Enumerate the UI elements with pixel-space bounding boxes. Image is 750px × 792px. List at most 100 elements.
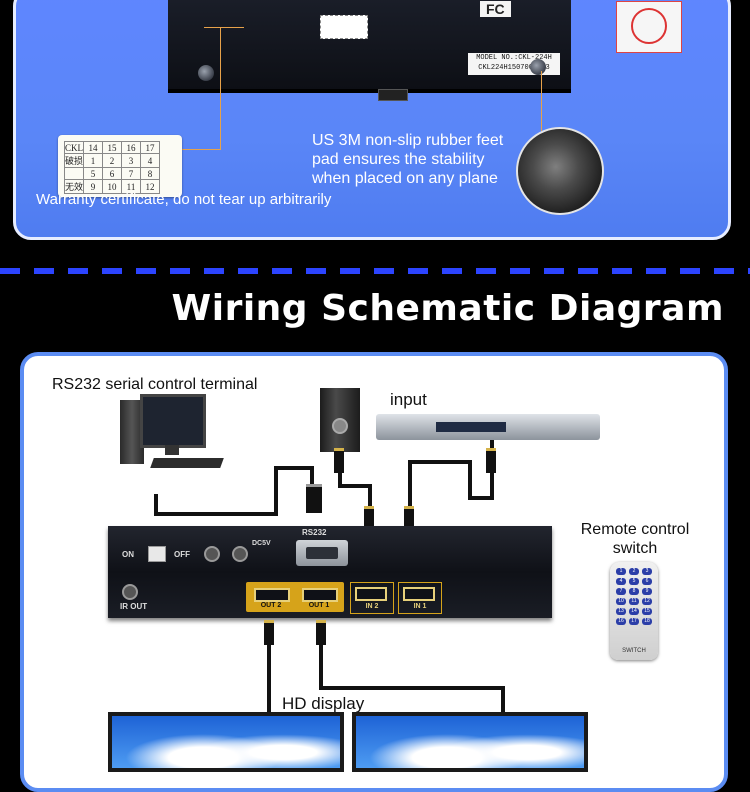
fc-mark: FC (480, 1, 511, 17)
hdmi-cable-pc-h (338, 484, 368, 488)
model-sticker: MODEL NO.:CKL-224H CKL224H1507000103 (468, 53, 560, 75)
remote-label: Remote control switch (580, 521, 690, 557)
display-screen (356, 716, 584, 768)
hdmi-plug-out2 (264, 620, 274, 645)
rs232-cable (154, 494, 158, 514)
ir-out-label: IR OUT (120, 602, 148, 611)
pc-monitor-icon (140, 394, 206, 455)
display-screen (112, 716, 340, 768)
warranty-caption: Warranty certificate, do not tear up arb… (36, 191, 332, 208)
rubber-feet-closeup (516, 127, 604, 215)
rs232-cable-top (274, 466, 310, 470)
callout-line-feet (541, 71, 542, 131)
hdmi-cable-out1-h (319, 686, 503, 690)
dashed-divider (0, 268, 750, 274)
remote-key[interactable]: 5 (629, 578, 639, 585)
input-label: input (390, 390, 427, 409)
remote-key[interactable]: 3 (642, 568, 652, 575)
rs232-port-label: RS232 (302, 528, 327, 537)
remote-switch-label: SWITCH (622, 648, 646, 654)
hdmi-cable-dvd-v (468, 460, 472, 500)
vga-connector (378, 89, 408, 101)
in1-label: IN 1 (413, 603, 427, 610)
remote-key[interactable]: 7 (616, 588, 626, 595)
callout-line-label (204, 27, 244, 28)
remote-key[interactable]: 8 (629, 588, 639, 595)
hdmi-plug-pc-source (334, 448, 344, 473)
product-detail-panel: FC MODEL NO.:CKL-224H CKL224H1507000103 … (13, 0, 731, 240)
hdmi-cable-pc-v (368, 484, 372, 514)
hdmi-port-in1 (403, 587, 435, 601)
rs232-port (296, 540, 348, 566)
qc-seal-sticker (616, 1, 682, 53)
section-title: Wiring Schematic Diagram (171, 288, 724, 329)
hdmi-cable-dvd-drop (408, 460, 412, 510)
off-label: OFF (174, 550, 190, 559)
hdmi-cable-dvd-top (408, 460, 472, 464)
hdmi-plug-in1 (404, 506, 414, 531)
hdmi-plug-in2 (364, 506, 374, 531)
hdmi-matrix-switch: ON OFF DC5V RS232 IR OUT OUT 2 OUT 1 IN … (108, 526, 552, 618)
remote-key[interactable]: 17 (629, 618, 639, 625)
ir-out-jack (122, 584, 138, 600)
rubber-foot-left (198, 65, 214, 81)
device-back-photo: FC MODEL NO.:CKL-224H CKL224H1507000103 (168, 0, 682, 101)
keyboard-icon (150, 458, 224, 468)
dvd-player-icon (376, 414, 600, 440)
rubber-foot-right (530, 59, 546, 75)
remote-key[interactable]: 10 (616, 598, 626, 605)
hd-display-right (352, 712, 588, 772)
hdmi-port-out1 (302, 588, 338, 602)
remote-key[interactable]: 9 (642, 588, 652, 595)
in2-label: IN 2 (365, 603, 379, 610)
hdmi-cable-out2 (267, 642, 271, 712)
remote-key[interactable]: 2 (629, 568, 639, 575)
rs232-cable-v (274, 466, 278, 516)
power-switch[interactable] (148, 546, 166, 562)
hdmi-plug-out1 (316, 620, 326, 645)
wiring-diagram-panel: RS232 serial control terminal input Remo… (20, 352, 728, 792)
hd-display-label: HD display (282, 694, 365, 713)
hdmi-cable-dvd-h (468, 496, 494, 500)
remote-key[interactable]: 13 (616, 608, 626, 615)
remote-key[interactable]: 4 (616, 578, 626, 585)
db9-plug (306, 484, 322, 513)
remote-key[interactable]: 16 (616, 618, 626, 625)
input-pc-tower-icon (320, 388, 360, 452)
dc-label: DC5V (252, 540, 271, 547)
out1-label: OUT 1 (308, 602, 330, 609)
remote-key[interactable]: 6 (642, 578, 652, 585)
remote-key[interactable]: 14 (629, 608, 639, 615)
hdmi-port-out2 (254, 588, 290, 602)
serial-number: CKL224H1507000103 (478, 64, 550, 72)
remote-key[interactable]: 11 (629, 598, 639, 605)
remote-key[interactable]: 12 (642, 598, 652, 605)
device-small-sticker (320, 15, 368, 39)
hdmi-cable-out1-v (501, 686, 505, 714)
model-number: MODEL NO.:CKL-224H (476, 54, 552, 62)
input-port-in1: IN 1 (398, 582, 442, 614)
output-port-plate: OUT 2 OUT 1 (246, 582, 344, 612)
rubber-feet-caption: US 3M non-slip rubber feet pad ensures t… (312, 132, 504, 187)
rs232-cable-h (154, 512, 274, 516)
rs232-label: RS232 serial control terminal (52, 376, 258, 393)
callout-line-warranty-h (181, 149, 221, 150)
out2-label: OUT 2 (260, 602, 282, 609)
remote-keypad: 1 2 3 4 5 6 7 8 9 10 11 12 13 14 15 16 1… (616, 568, 652, 625)
remote-key[interactable]: 15 (642, 608, 652, 615)
hd-display-left (108, 712, 344, 772)
callout-line-warranty (220, 27, 221, 149)
dc-indicator (204, 546, 220, 562)
rs232-cable-drop (310, 466, 314, 488)
on-label: ON (122, 550, 134, 559)
remote-key[interactable]: 1 (616, 568, 626, 575)
remote-key[interactable]: 18 (642, 618, 652, 625)
dc-jack (232, 546, 248, 562)
hdmi-cable-out1 (319, 642, 323, 688)
hdmi-port-in2 (355, 587, 387, 601)
remote-control: 1 2 3 4 5 6 7 8 9 10 11 12 13 14 15 16 1… (610, 562, 658, 660)
input-port-in2: IN 2 (350, 582, 394, 614)
hdmi-plug-dvd-source (486, 448, 496, 473)
